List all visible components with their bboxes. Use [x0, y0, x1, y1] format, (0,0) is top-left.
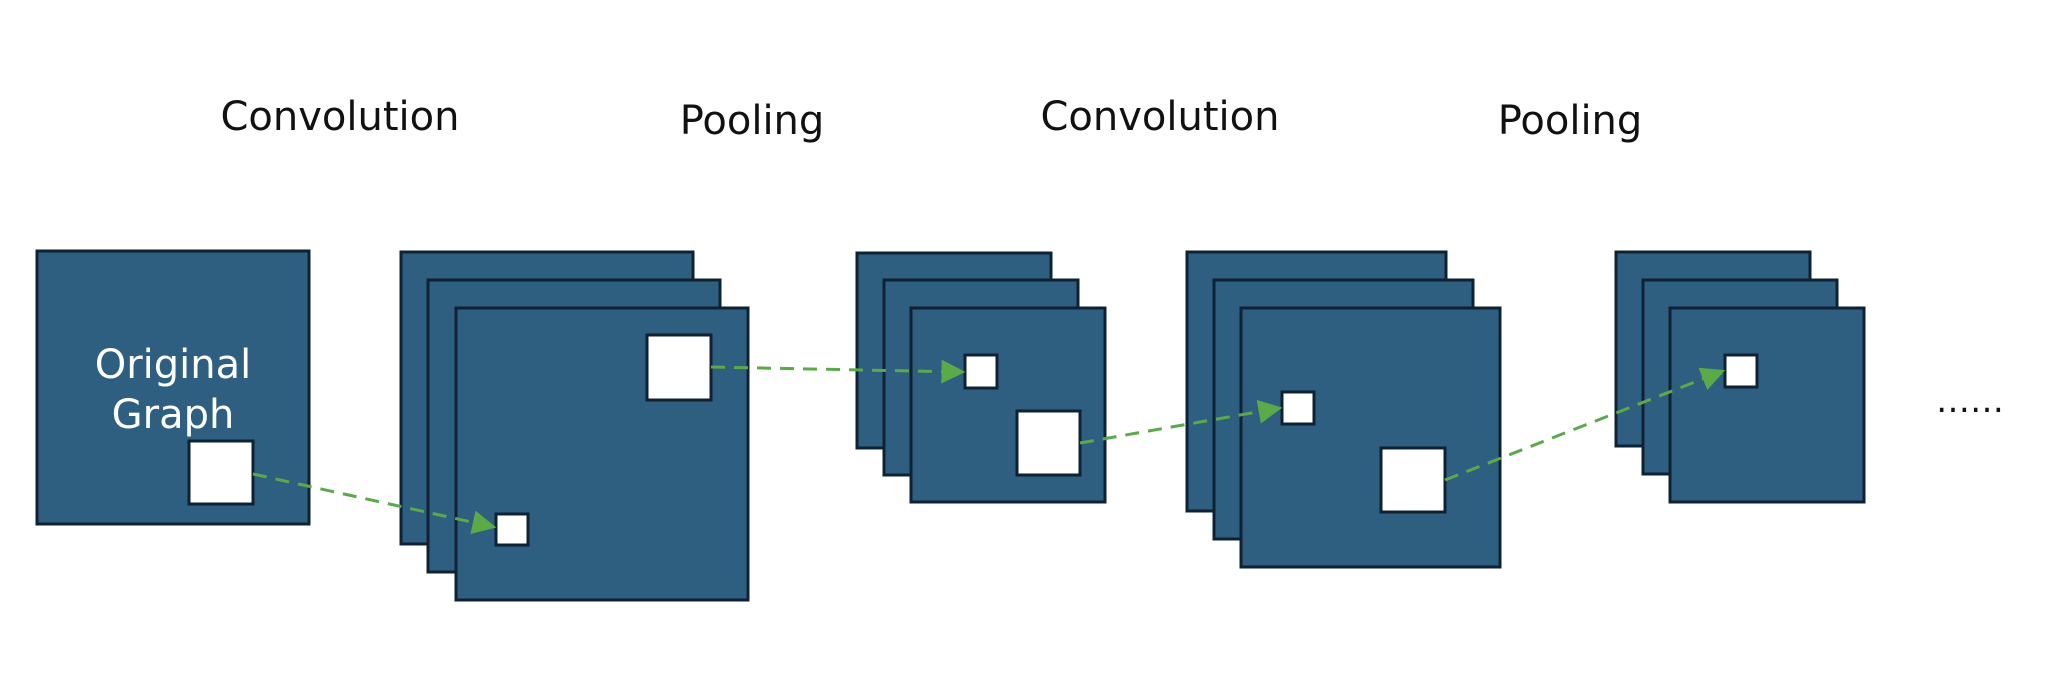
stage-label-convolution-2: Convolution [1041, 94, 1280, 140]
original-graph-label-line2: Graph [112, 392, 235, 438]
conv2-output-cell [1280, 390, 1316, 426]
arrow-conv1-to-pool1 [710, 359, 966, 384]
stage-label-pooling-1: Pooling [680, 98, 825, 144]
continuation-ellipsis: …… [1936, 381, 2004, 421]
feature-map-front [1239, 306, 1502, 569]
pool1-receptive-window [1015, 409, 1082, 477]
pool1-output-cell [963, 353, 999, 390]
original-graph-label-line1: Original [95, 342, 252, 388]
pooling-feature-maps-2 [1614, 250, 1866, 504]
conv1-output-cell [494, 512, 530, 547]
stage-label-convolution-1: Convolution [221, 94, 460, 140]
stage-label-pooling-2: Pooling [1498, 98, 1643, 144]
convolution-feature-maps-2 [1185, 250, 1502, 569]
pool2-output-cell [1723, 353, 1759, 389]
conv1-pooling-window [645, 333, 713, 402]
arrow-input-to-conv1 [252, 472, 497, 535]
arrow-conv2-to-pool2 [1444, 367, 1726, 482]
pooling-feature-maps-1 [855, 251, 1107, 504]
feature-map-front [1668, 306, 1866, 504]
arrow-pool1-to-conv2 [1079, 399, 1283, 445]
convolution-feature-maps-1 [399, 250, 750, 602]
input-receptive-window [187, 439, 255, 506]
original-graph-block: Original Graph [35, 249, 311, 526]
original-graph-square [35, 249, 311, 526]
conv2-pooling-window [1379, 446, 1447, 514]
receptive-field-arrows [252, 359, 1726, 535]
